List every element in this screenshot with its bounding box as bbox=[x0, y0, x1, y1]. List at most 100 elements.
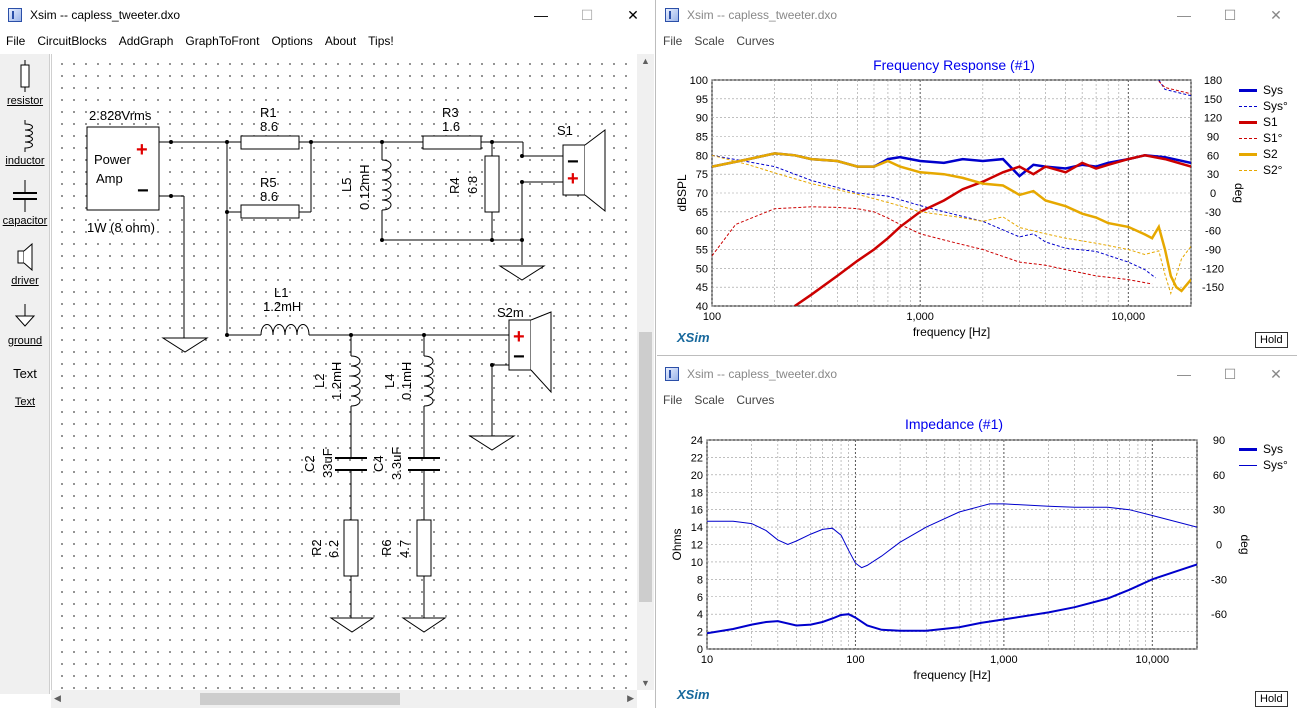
amp-voltage-label: 2.828Vrms bbox=[89, 108, 152, 123]
R4-name: R4 bbox=[447, 177, 462, 194]
maximize-button[interactable]: ☐ bbox=[580, 6, 594, 23]
resistor-R5 bbox=[240, 204, 300, 219]
plot-area bbox=[711, 79, 1192, 307]
y2-tick-label: -60 bbox=[1205, 226, 1221, 238]
amp-name-line2: Amp bbox=[96, 171, 123, 186]
scroll-down-arrow[interactable]: ▼ bbox=[641, 678, 650, 688]
legend-label: Sys° bbox=[1263, 99, 1288, 113]
menu-about[interactable]: About bbox=[324, 34, 357, 48]
vertical-scrollbar[interactable]: ▲ ▼ bbox=[637, 54, 654, 690]
y-tick-label: 0 bbox=[697, 644, 703, 656]
legend-swatch bbox=[1239, 464, 1257, 466]
xsim-app-icon bbox=[665, 8, 679, 22]
hold-button[interactable]: Hold bbox=[1255, 691, 1288, 707]
series-line-sys-phase bbox=[712, 80, 1191, 279]
impedance-window: Xsim -- capless_tweeter.dxo — ☐ ✕ File S… bbox=[657, 359, 1297, 708]
legend-item: Sys bbox=[1239, 441, 1288, 457]
legend-label: S1° bbox=[1263, 131, 1283, 145]
schematic-canvas[interactable]: 2.828Vrms Power Amp 1W (8 ohm) R1 8.6 R5… bbox=[51, 54, 637, 690]
y-tick-label: 100 bbox=[690, 75, 708, 87]
S1-minus-terminal: − bbox=[567, 151, 579, 173]
y2-axis-label: deg bbox=[1238, 534, 1252, 554]
ground-S1 bbox=[498, 265, 546, 281]
amp-rating-label: 1W (8 ohm) bbox=[87, 220, 155, 235]
menu-options[interactable]: Options bbox=[271, 34, 313, 48]
menu-file[interactable]: File bbox=[663, 34, 683, 48]
minimize-button[interactable]: — bbox=[534, 7, 548, 23]
y-tick-label: 22 bbox=[691, 452, 703, 464]
legend-swatch bbox=[1239, 120, 1257, 124]
freq-titlebar[interactable]: Xsim -- capless_tweeter.dxo — ☐ ✕ bbox=[657, 0, 1297, 30]
maximize-button[interactable]: ☐ bbox=[1223, 365, 1237, 382]
menu-curves[interactable]: Curves bbox=[736, 34, 775, 48]
minimize-button[interactable]: — bbox=[1177, 366, 1191, 382]
y2-tick-label: -30 bbox=[1211, 574, 1227, 586]
tool-capacitor[interactable]: capacitor bbox=[0, 180, 50, 227]
scroll-right-arrow[interactable]: ▶ bbox=[627, 693, 634, 703]
x-axis-label: frequency [Hz] bbox=[913, 325, 990, 339]
hold-button[interactable]: Hold bbox=[1255, 332, 1288, 348]
y2-tick-label: 120 bbox=[1204, 113, 1222, 125]
legend-label: Sys bbox=[1263, 83, 1284, 97]
imp-titlebar[interactable]: Xsim -- capless_tweeter.dxo — ☐ ✕ bbox=[657, 359, 1297, 389]
tool-inductor[interactable]: inductor bbox=[0, 120, 50, 167]
menu-circuitblocks[interactable]: CircuitBlocks bbox=[37, 34, 107, 48]
R5-value: 8.6 bbox=[260, 189, 278, 204]
menu-graphtofront[interactable]: GraphToFront bbox=[185, 34, 260, 48]
y-tick-label: 95 bbox=[696, 94, 708, 106]
y-tick-label: 75 bbox=[696, 169, 708, 181]
close-button[interactable]: ✕ bbox=[1270, 365, 1282, 382]
S2m-minus-terminal: − bbox=[513, 346, 525, 368]
y-tick-label: 20 bbox=[691, 470, 703, 482]
menu-addgraph[interactable]: AddGraph bbox=[118, 34, 174, 48]
xsim-logo: XSim bbox=[677, 330, 710, 345]
schematic-titlebar[interactable]: Xsim -- capless_tweeter.dxo — ☐ ✕ bbox=[0, 0, 655, 30]
minimize-button[interactable]: — bbox=[1177, 7, 1191, 23]
L5-value: 0.12mH bbox=[357, 164, 372, 210]
menu-file[interactable]: File bbox=[6, 34, 26, 48]
power-amp-block[interactable] bbox=[86, 126, 160, 211]
menu-file[interactable]: File bbox=[663, 393, 683, 407]
R3-value: 1.6 bbox=[442, 119, 460, 134]
resistor-R3 bbox=[422, 135, 482, 150]
frequency-response-chart[interactable]: 404550556065707580859095100-150-120-90-6… bbox=[657, 0, 1297, 356]
amp-name-line1: Power bbox=[94, 152, 132, 167]
menu-scale[interactable]: Scale bbox=[694, 34, 725, 48]
menu-curves[interactable]: Curves bbox=[736, 393, 775, 407]
maximize-button[interactable]: ☐ bbox=[1223, 6, 1237, 23]
y-tick-label: 70 bbox=[696, 188, 708, 200]
R6-name: R6 bbox=[379, 539, 394, 556]
y-tick-label: 50 bbox=[696, 263, 708, 275]
x-tick-label: 10 bbox=[701, 654, 713, 666]
tool-text[interactable]: Text bbox=[0, 366, 50, 381]
S1-plus-terminal: + bbox=[567, 168, 579, 190]
horizontal-scroll-thumb[interactable] bbox=[200, 693, 400, 705]
scroll-up-arrow[interactable]: ▲ bbox=[641, 56, 650, 66]
y-tick-label: 14 bbox=[691, 522, 703, 534]
menu-scale[interactable]: Scale bbox=[694, 393, 725, 407]
menu-tips[interactable]: Tips! bbox=[368, 34, 394, 48]
close-button[interactable]: ✕ bbox=[627, 6, 639, 23]
tool-driver[interactable]: driver bbox=[0, 242, 50, 287]
amp-minus-terminal: − bbox=[137, 180, 149, 202]
tool-text-link[interactable]: Text bbox=[0, 396, 50, 408]
legend-swatch bbox=[1239, 137, 1257, 139]
y-tick-label: 24 bbox=[691, 435, 703, 447]
y2-tick-label: 30 bbox=[1213, 505, 1225, 517]
component-toolbox: resistor inductor capacitor driver groun… bbox=[0, 54, 50, 694]
y-axis-label: dBSPL bbox=[675, 174, 689, 212]
tool-ground[interactable]: ground bbox=[0, 302, 50, 347]
close-button[interactable]: ✕ bbox=[1270, 6, 1282, 23]
scroll-left-arrow[interactable]: ◀ bbox=[54, 693, 61, 703]
resistor-icon bbox=[20, 60, 30, 92]
schematic-window: Xsim -- capless_tweeter.dxo — ☐ ✕ File C… bbox=[0, 0, 656, 708]
driver-S1-cone bbox=[584, 129, 606, 213]
vertical-scroll-thumb[interactable] bbox=[639, 332, 652, 602]
R5-name: R5 bbox=[260, 175, 277, 190]
horizontal-scrollbar[interactable]: ◀ ▶ bbox=[51, 690, 637, 708]
x-tick-label: 10,000 bbox=[1135, 654, 1169, 666]
y-tick-label: 10 bbox=[691, 557, 703, 569]
tool-resistor[interactable]: resistor bbox=[0, 60, 50, 107]
y2-tick-label: 180 bbox=[1204, 75, 1222, 87]
